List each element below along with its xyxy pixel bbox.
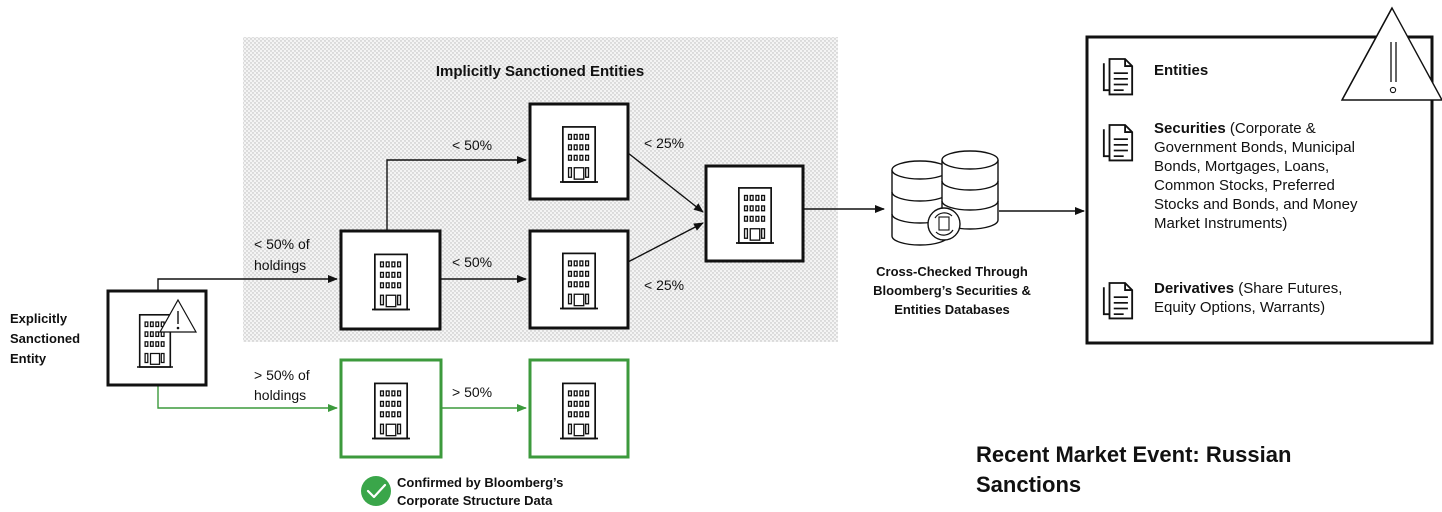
securities-detail: (Corporate & Government Bonds, Municipal… xyxy=(1154,120,1358,232)
edge-label-top-final: < 25% xyxy=(644,135,684,151)
edge-label-to-top: < 50% xyxy=(452,137,492,153)
explicit-entity-node xyxy=(106,289,208,387)
database-icon xyxy=(891,150,999,246)
edge-top-to-final xyxy=(627,152,704,213)
entities-item: Entities xyxy=(1154,61,1314,80)
entity-node-mid xyxy=(339,229,442,331)
explicit-label-line3: Entity xyxy=(10,351,47,366)
edge-root-to-mid xyxy=(157,275,338,290)
derivatives-item: Derivatives (Share Futures, Equity Optio… xyxy=(1154,279,1368,317)
db-caption-line2: Bloomberg’s Securities & xyxy=(873,283,1031,298)
edge-label-green-green2: > 50% xyxy=(452,384,492,400)
edge-label-root-mid-1: < 50% of xyxy=(254,236,310,252)
check-icon xyxy=(361,476,391,506)
edge-label-mid-mid2: < 50% xyxy=(452,254,492,270)
entity-node-top xyxy=(528,102,630,201)
warning-triangle-icon xyxy=(1340,6,1442,101)
db-caption-line3: Entities Databases xyxy=(894,302,1010,317)
derivatives-detail: (Share Futures, Equity Options, Warrants… xyxy=(1154,280,1343,316)
entities-label: Entities xyxy=(1154,62,1209,79)
explicit-label-line1: Explicitly xyxy=(10,311,68,326)
confirmed-node-2 xyxy=(528,358,630,459)
edge-label-root-mid-2: holdings xyxy=(254,257,306,273)
explicit-label-line2: Sanctioned xyxy=(10,331,80,346)
edge-mid2-to-final xyxy=(627,222,704,263)
implicit-region-title: Implicitly Sanctioned Entities xyxy=(436,63,644,80)
green-connectors xyxy=(157,385,527,412)
securities-label: Securities xyxy=(1154,120,1226,137)
confirmed-caption-line2: Corporate Structure Data xyxy=(397,493,553,508)
confirmed-node-1 xyxy=(339,358,443,459)
derivatives-label: Derivatives xyxy=(1154,280,1235,297)
page-title: Recent Market Event: Russian Sanctions xyxy=(976,442,1292,497)
edge-label-root-green-1: > 50% of xyxy=(254,367,310,383)
edge-label-root-green-2: holdings xyxy=(254,387,306,403)
edge-mid-to-top xyxy=(386,156,527,231)
securities-item: Securities (Corporate & Government Bonds… xyxy=(1154,119,1368,233)
edge-root-to-green xyxy=(157,385,338,412)
confirmed-caption-line1: Confirmed by Bloomberg’s xyxy=(397,475,563,490)
edge-label-mid2-final: < 25% xyxy=(644,277,684,293)
black-connectors xyxy=(157,152,1085,290)
entity-node-final xyxy=(704,164,805,263)
db-caption-line1: Cross-Checked Through xyxy=(876,264,1028,279)
entity-node-mid2 xyxy=(528,229,630,330)
